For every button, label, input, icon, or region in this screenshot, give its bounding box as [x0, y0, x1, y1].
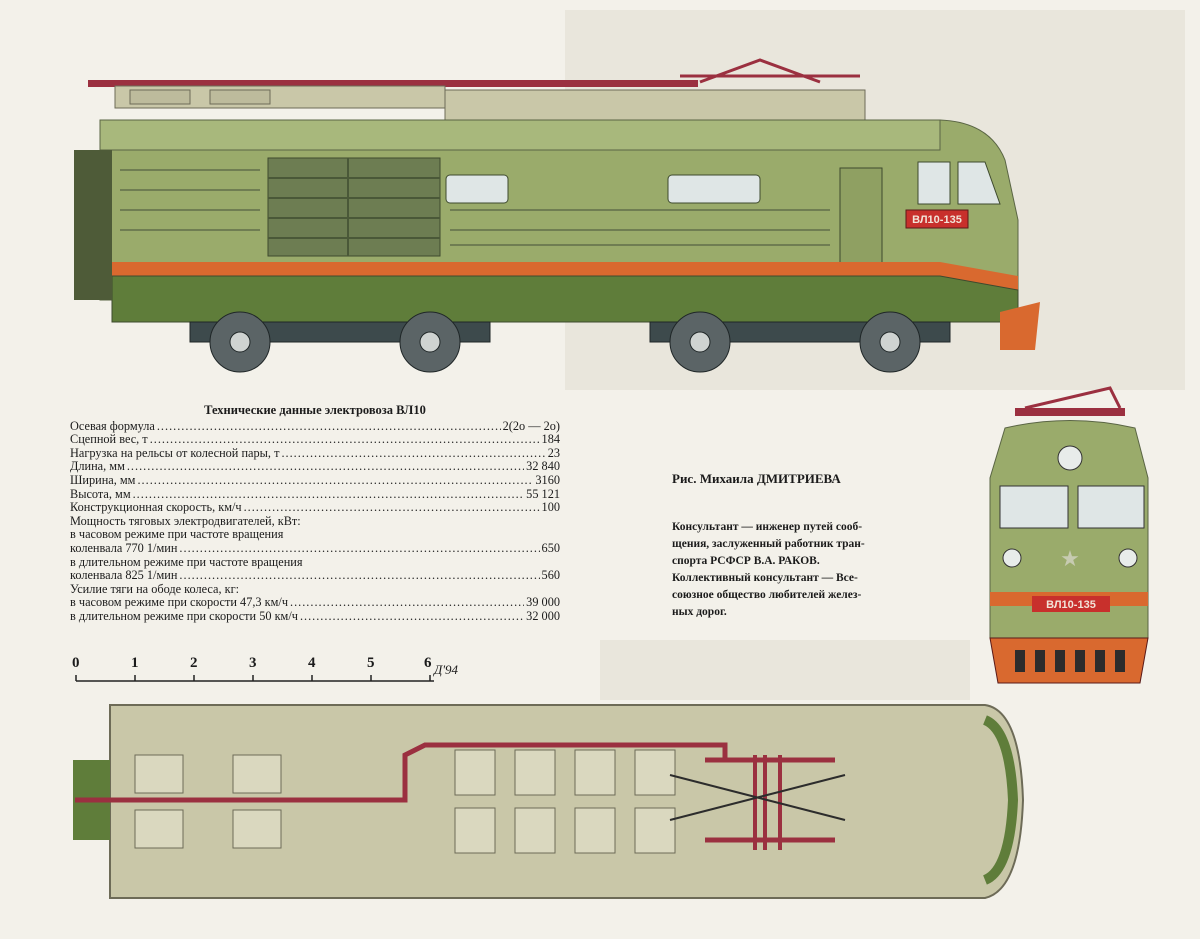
scale-tick-label: 0	[72, 655, 80, 671]
specs-title: Технические данные электровоза ВЛ10	[204, 403, 426, 417]
roof-pipes	[75, 742, 835, 843]
side-number-plate: ВЛ10-135	[912, 214, 962, 226]
artist-signature: Д'94	[434, 662, 459, 677]
front-view-illustration: ★ ВЛ10-135	[989, 386, 1149, 684]
scale-tick-label: 4	[308, 655, 316, 671]
scale-tick-label: 2	[190, 655, 198, 671]
front-number-plate: ВЛ10-135	[1046, 599, 1096, 611]
spec-row: Осевая формула2(2о — 2о)	[70, 419, 560, 434]
power-line: в часовом режиме при частоте вращения	[70, 527, 284, 542]
spec-row: Ширина, мм3160	[70, 473, 560, 488]
star-icon: ★	[1060, 546, 1080, 571]
scale-tick-label: 1	[131, 655, 139, 671]
power-line: в длительном режиме при частоте вращения	[70, 554, 303, 569]
scale-tick-label: 5	[367, 655, 375, 671]
spec-row: Сцепной вес, т184	[70, 433, 560, 447]
roof-rail	[88, 80, 698, 87]
spec-row: в часовом режиме при скорости 47,3 км/ч3…	[70, 596, 560, 610]
scale-bar: 0 1 2 3 4 5 6	[72, 655, 442, 695]
side-view-illustration: ВЛ10-135	[74, 58, 1040, 373]
spec-row: Длина, мм32 840	[70, 460, 560, 474]
spec-row: Конструкционная скорость, км/ч100	[70, 501, 560, 515]
specifications: Технические данные электровоза ВЛ10 Осев…	[70, 403, 560, 624]
pantograph	[680, 58, 860, 84]
bogies	[189, 311, 951, 373]
top-view-illustration	[73, 704, 1025, 899]
scale-line	[75, 675, 434, 682]
scale-tick-label: 3	[249, 655, 257, 671]
power-heading: Мощность тяговых электродвигателей, кВт:	[70, 513, 301, 528]
traction-heading: Усилие тяги на ободе колеса, кг:	[70, 581, 240, 596]
spec-row: в длительном режиме при скорости 50 км/ч…	[70, 609, 560, 624]
illustration-credit: Рис. Михаила ДМИТРИЕВА	[672, 471, 841, 486]
spec-row: Нагрузка на рельсы от колесной пары, т23	[70, 446, 560, 461]
spec-row: Высота, мм55 121	[70, 487, 560, 502]
background-print	[600, 640, 970, 700]
spec-row: коленвала 825 1/мин560	[70, 569, 560, 583]
scale-tick-label: 6	[424, 655, 432, 671]
consultant-note: Консультант — инженер путей сооб- щения,…	[672, 521, 865, 618]
spec-row: коленвала 770 1/мин650	[70, 541, 560, 556]
